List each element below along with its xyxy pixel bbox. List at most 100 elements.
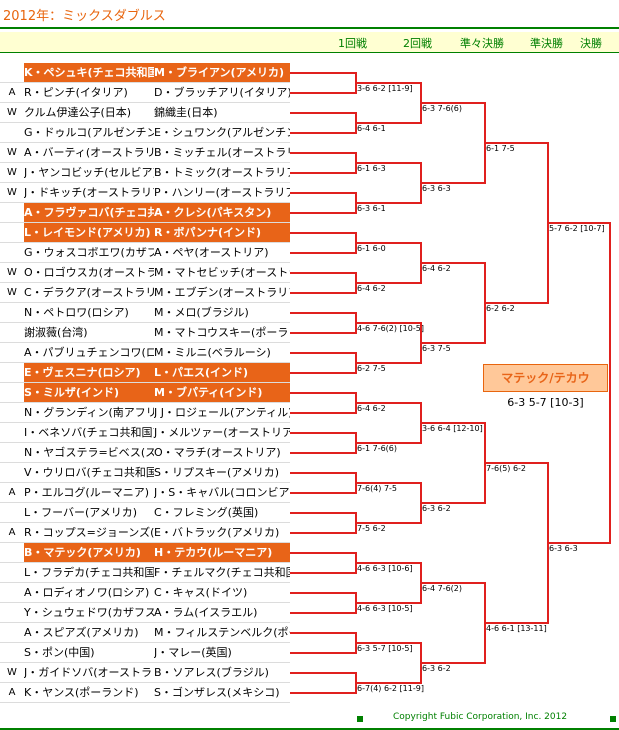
green-square-icon [357,716,363,722]
entry-player-2: A・クレシ(パキスタン) [154,203,290,222]
match-score: 6-7(4) 6-2 [11-9] [357,684,424,693]
entry-player-2: A・ラム(イスラエル) [154,606,258,619]
bracket-line [290,372,355,374]
bracket-line [290,152,355,154]
bracket-line [420,182,484,184]
entry-player-1: K・ヤンス(ポーランド) [24,686,139,699]
entry-player-1: J・ヤンコビッチ(セルビア) [24,166,154,179]
entry-player-2: J J・ロジェール(アンティル) [154,406,290,419]
match-score: 6-4 6-2 [357,284,386,293]
bracket-line [290,432,355,434]
entry-separator [0,122,290,123]
bracket-line [355,282,420,284]
entry-player-1: S・ポン(中国) [24,646,95,659]
title-rule [0,27,619,29]
entry-seed: 4 [8,227,16,238]
match-score: 4-6 6-3 [10-6] [357,564,413,573]
entry-player-1: L・フラデカ(チェコ共和国) [24,566,154,579]
bracket-line [290,652,355,654]
match-score: 6-3 5-7 [10-5] [357,644,413,653]
bracket-line [290,112,355,114]
entry-separator [0,562,290,563]
entry-player-1: R・ピンチ(イタリア) [24,86,128,99]
match-score: 6-1 7-5 [486,144,515,153]
match-score: 6-4 6-1 [357,124,386,133]
entry-player-1: J・ドキッチ(オーストラリア) [24,186,154,199]
entry-seed [0,323,24,342]
entry-seed: A [8,687,16,698]
entry-player-1: J・ガイドソバ(オーストラリア) [24,666,154,679]
entry-seed: W [7,107,17,118]
match-score: 6-3 6-3 [422,184,451,193]
entry-player-1: A・フラヴァコバ(チェコ共和国) [24,203,154,222]
bracket-line [420,342,484,344]
entry-player-2: M・ミルニ(ベラルーシ) [154,346,271,359]
bracket-line [290,572,355,574]
entry-player-2: M・マトコウスキー(ポーランド) [154,326,290,339]
match-score: 4-6 7-6(2) [10-5] [357,324,424,333]
entry-player-2: C・フレミング(英国) [154,506,259,519]
entry-separator [0,162,290,163]
bracket-line [547,222,609,224]
bracket-line [290,412,355,414]
bracket-line [420,502,484,504]
entry-separator [0,582,290,583]
entry-seed [0,563,24,582]
match-score: 7-5 6-2 [357,524,386,533]
bracket-line [290,352,355,354]
match-score: 7-6(4) 7-5 [357,484,398,493]
match-score: 6-3 7-6(6) [422,104,463,113]
entry-separator [0,342,290,343]
entry-separator [0,602,290,603]
match-score: 6-3 7-5 [422,344,451,353]
entry-separator [0,382,290,383]
round-header-sf: 準決勝 [530,37,563,50]
entry-player-2: J・S・キャバル(コロンビア) [154,486,290,499]
entry-separator [0,422,290,423]
match-score: 6-3 6-2 [422,664,451,673]
entry-player-1: A・バーティ(オーストラリア) [24,146,154,159]
entry-seed [0,403,24,422]
round-header-final: 決勝 [580,37,602,50]
match-score: 6-4 6-2 [422,264,451,273]
entry-seed: W [7,147,17,158]
bracket-line [355,562,420,564]
entry-player-2: O・マラチ(オーストリア) [154,446,281,459]
bracket-line [290,312,355,314]
entry-player-1: O・ロゴウスカ(オーストラリア) [24,266,154,279]
entry-separator [0,442,290,443]
bracket-line [290,72,355,74]
entry-player-2: C・キャス(ドイツ) [154,586,248,599]
bracket-line [547,542,609,544]
entry-player-2: M・エブデン(オーストラリア) [154,286,290,299]
match-score: 6-3 6-2 [422,504,451,513]
entry-player-2: E・シュワンク(アルゼンチン) [154,126,290,139]
entry-player-1: L・フーバー(アメリカ) [24,506,138,519]
entry-player-1: クルム伊達公子(日本) [24,106,132,119]
entry-player-1: A・スピアズ(アメリカ) [24,626,139,639]
bracket-line [355,162,420,164]
entry-seed [0,623,24,642]
entry-player-2: R・ボパンナ(インド) [154,223,290,242]
bracket-line [484,302,547,304]
entry-player-1: E・ヴェスニナ(ロシア) [24,363,154,382]
entry-seed [0,303,24,322]
entry-player-2: B・トミック(オーストラリア) [154,166,290,179]
entry-player-1: L・レイモンド(アメリカ) [24,223,154,242]
entry-player-1: V・ウリロバ(チェコ共和国) [24,466,154,479]
entry-separator [0,622,290,623]
entry-seed [0,463,24,482]
bracket-line [290,452,355,454]
entry-seed [0,583,24,602]
match-score: 5-7 6-2 [10-7] [549,224,605,233]
bracket-line [290,252,355,254]
entry-separator [0,182,290,183]
bracket-line [355,402,420,404]
bracket-line [290,92,355,94]
entry-seed: W [7,187,17,198]
entry-seed: A [8,487,16,498]
entry-player-2: M・フィルステンベルク(ポーランド) [154,626,290,639]
match-score: 3-6 6-4 [12-10] [422,424,483,433]
bracket-line [420,422,484,424]
bracket-line [290,552,355,554]
